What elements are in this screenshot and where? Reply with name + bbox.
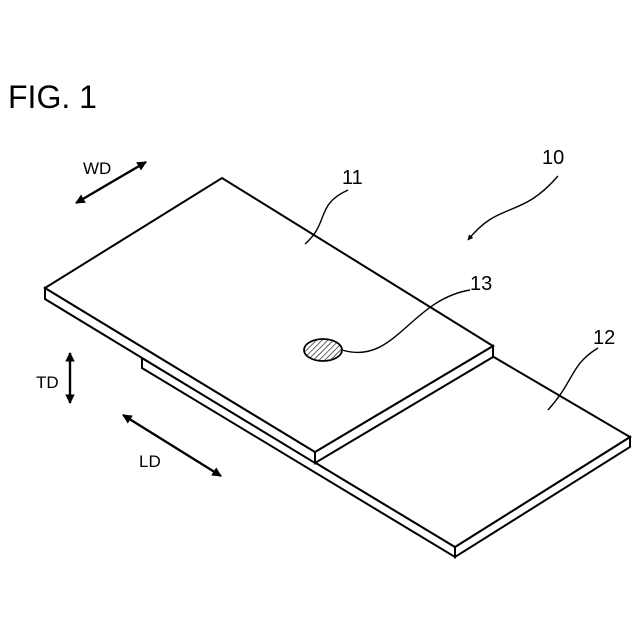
- thickness-direction-indicator: TD: [36, 353, 70, 403]
- length-direction-arrow: [123, 415, 221, 476]
- length-direction-indicator: LD: [123, 415, 221, 476]
- ref-joint: 13: [470, 273, 492, 295]
- thickness-direction-label: TD: [36, 373, 59, 392]
- ref-first-plate: 11: [342, 167, 363, 189]
- width-direction-label: WD: [83, 159, 111, 178]
- leader-second-plate: [548, 348, 598, 410]
- leader-assembly-arrow: [468, 176, 558, 240]
- ref-second-plate: 12: [593, 327, 615, 349]
- length-direction-label: LD: [139, 452, 161, 471]
- width-direction-indicator: WD: [76, 159, 146, 203]
- ref-assembly: 10: [542, 147, 564, 169]
- figure-title: FIG. 1: [8, 79, 97, 115]
- joint-spot: [304, 339, 342, 361]
